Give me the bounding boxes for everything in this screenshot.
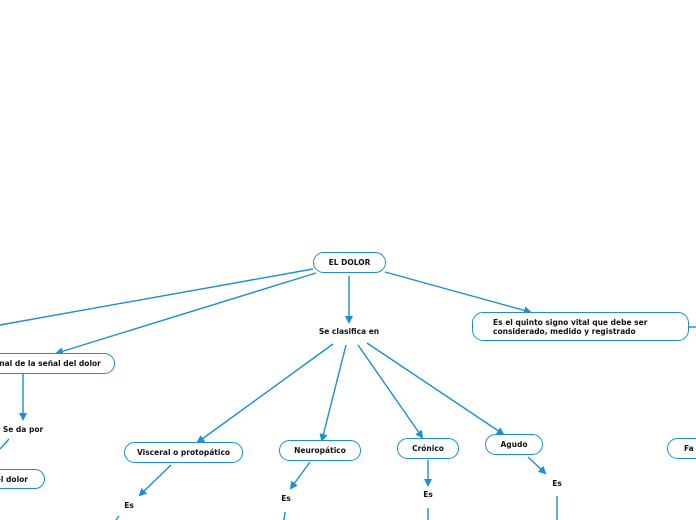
- node-visceral[interactable]: Visceral o protopático: [124, 442, 243, 463]
- link-clasifica-agudo: [366, 342, 505, 436]
- link-visceral-es: [138, 464, 172, 497]
- label-es-cronico: Es: [423, 490, 433, 499]
- link-clasifica-cronico: [357, 344, 424, 439]
- node-tradicional-senal[interactable]: onal de la señal del dolor: [0, 353, 115, 374]
- label-se-da-por: Se da por: [2, 425, 44, 434]
- label-es-neuropatico: Es: [281, 494, 291, 503]
- link-root-quinto: [384, 271, 532, 315]
- link-es-visceral-down: [115, 515, 120, 520]
- link-seda-dolor: [0, 438, 10, 450]
- link-root-left-edge: [0, 268, 314, 326]
- node-agudo[interactable]: Agudo: [485, 434, 543, 455]
- label-es-agudo: Es: [552, 479, 562, 488]
- node-quinto-signo-vital[interactable]: Es el quinto signo vital que debe ser co…: [472, 312, 689, 341]
- link-neuropatico-es: [289, 461, 311, 490]
- node-fa-right[interactable]: Fa: [667, 438, 696, 459]
- link-clasifica-visceral: [196, 343, 334, 444]
- node-neuropatico[interactable]: Neuropático: [279, 440, 361, 461]
- label-se-clasifica-en: Se clasifica en: [318, 327, 380, 336]
- link-clasifica-neuropatico: [319, 344, 347, 442]
- link-agudo-es: [527, 456, 547, 475]
- link-root-tradicional: [55, 272, 317, 356]
- link-es-neuropatico-down: [283, 511, 286, 520]
- root-node-el-dolor[interactable]: EL DOLOR: [313, 252, 386, 273]
- node-el-dolor-bottom[interactable]: el dolor: [0, 469, 45, 489]
- label-es-visceral: Es: [124, 501, 134, 510]
- node-cronico[interactable]: Crónico: [397, 438, 459, 459]
